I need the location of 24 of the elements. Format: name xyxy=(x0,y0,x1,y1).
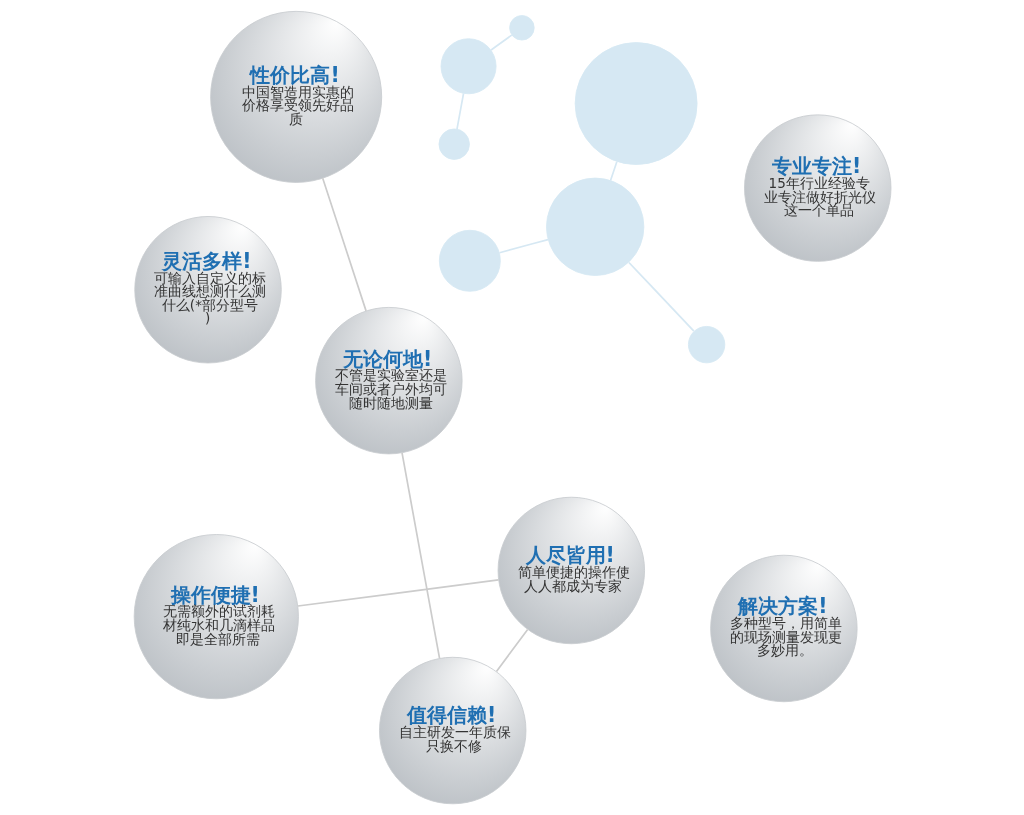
node-circle: 解决方案! 多种型号，用简单的现场测量发现更多妙用。 xyxy=(709,554,858,703)
connector xyxy=(609,160,618,182)
connector xyxy=(495,628,528,673)
connector xyxy=(321,177,367,312)
node-circle xyxy=(687,326,725,364)
node-circle: 人尽皆用! 简单便捷的操作使人人都成为专家 xyxy=(497,496,645,645)
node-circle: 值得信赖! 自主研发一年质保只换不修 xyxy=(378,656,526,805)
connector xyxy=(627,261,695,332)
connector xyxy=(489,34,513,51)
node-circle xyxy=(438,229,501,292)
node-circle xyxy=(440,38,496,95)
node-circle: 无论何地! 不管是实验室还是车间或者户外均可随时随地测量 xyxy=(314,306,463,455)
node-circle: 操作便捷! 无需额外的试剂耗材纯水和几滴样品即是全部所需 xyxy=(133,534,299,700)
node-circle xyxy=(438,128,470,160)
node-circle: 性价比高! 中国智造用实惠的价格享受领先好品质 xyxy=(209,10,382,183)
connector xyxy=(296,579,499,607)
connector xyxy=(455,92,464,130)
node-circle: 专业专注! 15年行业经验专业专注做好折光仪这一个单品 xyxy=(743,114,891,262)
node-circle xyxy=(508,15,535,41)
connector xyxy=(400,452,440,660)
node-circle: 灵活多样! 可输入自定义的标准曲线想测什么测什么(*部分型号) xyxy=(133,216,282,364)
connector xyxy=(498,238,549,254)
node-circle xyxy=(545,177,644,276)
node-circle xyxy=(574,42,698,165)
